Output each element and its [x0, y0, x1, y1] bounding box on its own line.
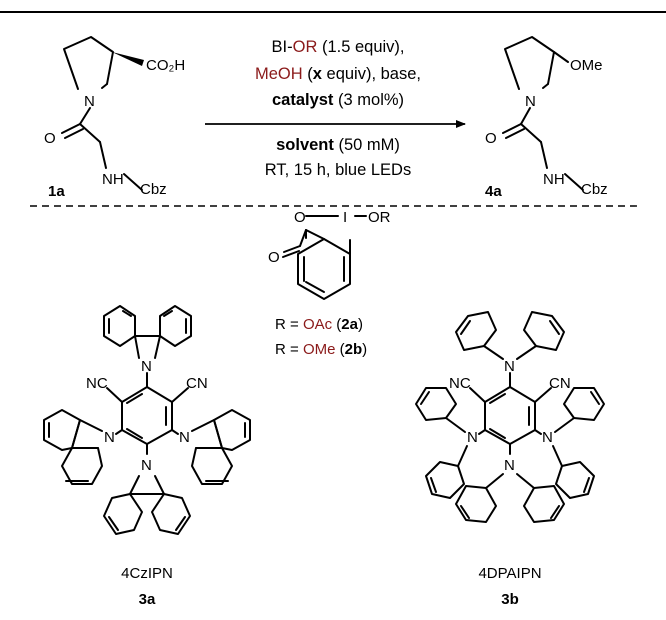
cat-b-cn-label: CN: [549, 375, 571, 392]
cat-b-n-left: N: [467, 429, 478, 446]
carbazole-top: [103, 305, 192, 359]
product-ome-label: OMe: [570, 57, 603, 74]
reagent-or-label: OR: [368, 209, 391, 226]
phenyl-right-down: [552, 445, 595, 499]
phenyl-left-down: [425, 445, 468, 499]
conditions-line-2: MeOH (x equiv), base,: [255, 65, 421, 83]
iodine-reagent-2: O I OR O R = OAc (2a) R = OMe (2b): [268, 209, 391, 358]
cat-b-n-right: N: [542, 429, 553, 446]
phenyl-bottom-right: [516, 473, 565, 523]
cat-b-id: 3b: [501, 591, 519, 608]
reagent-o-carbonyl-label: O: [268, 249, 280, 266]
product-n-label: N: [525, 93, 536, 110]
cat-a-n-top: N: [141, 358, 152, 375]
phenyl-bottom-left: [455, 473, 504, 523]
cat-b-nc-label: NC: [449, 375, 471, 392]
sm-acid-label: CO₂H: [146, 57, 185, 74]
product-id-label: 4a: [485, 183, 502, 200]
catalyst-3a: CN NC N N N N: [43, 305, 251, 608]
reagent-r-line-2: R = OMe (2b): [275, 341, 367, 358]
starting-material-1a: N O NH Cbz CO₂H 1a: [44, 36, 185, 200]
phenyl-top-left: [455, 311, 504, 360]
cat-a-id: 3a: [139, 591, 156, 608]
reagent-i-label: I: [343, 209, 347, 226]
carbazole-bottom: [103, 475, 191, 535]
conditions-line-5: RT, 15 h, blue LEDs: [265, 161, 411, 179]
catalyst-3b: CN NC N N N N: [415, 311, 605, 608]
product-nh-label: NH: [543, 171, 565, 188]
cat-a-cn-label: CN: [186, 375, 208, 392]
cat-a-name: 4CzIPN: [121, 565, 173, 582]
reagent-o-ring-label: O: [294, 209, 306, 226]
cat-b-n-bottom: N: [504, 457, 515, 474]
phenyl-top-right: [516, 311, 565, 360]
cat-b-name: 4DPAIPN: [478, 565, 541, 582]
cat-a-n-left: N: [104, 429, 115, 446]
cat-a-n-right: N: [179, 429, 190, 446]
carbazole-left: [43, 409, 103, 485]
carbazole-right: [191, 409, 251, 485]
conditions-line-3: catalyst (3 mol%): [272, 91, 404, 109]
product-4a: N O NH Cbz OMe 4a: [485, 36, 608, 200]
conditions-line-1: BI-OR (1.5 equiv),: [272, 38, 405, 56]
reagent-r-line-1: R = OAc (2a): [275, 316, 363, 333]
sm-n-label: N: [84, 93, 95, 110]
sm-nh-label: NH: [102, 171, 124, 188]
sm-id-label: 1a: [48, 183, 65, 200]
product-cbz-label: Cbz: [581, 181, 608, 198]
wedge-bond: [112, 52, 144, 66]
conditions-line-4: solvent (50 mM): [276, 136, 400, 154]
cat-b-n-top: N: [504, 358, 515, 375]
product-o-label: O: [485, 130, 497, 147]
reaction-conditions: BI-OR (1.5 equiv), MeOH (x equiv), base,…: [205, 38, 466, 179]
cat-a-nc-label: NC: [86, 375, 108, 392]
sm-cbz-label: Cbz: [140, 181, 167, 198]
cat-a-n-bottom: N: [141, 457, 152, 474]
phenyl-right-up: [554, 387, 605, 433]
sm-o-label: O: [44, 130, 56, 147]
phenyl-left-up: [415, 387, 466, 433]
